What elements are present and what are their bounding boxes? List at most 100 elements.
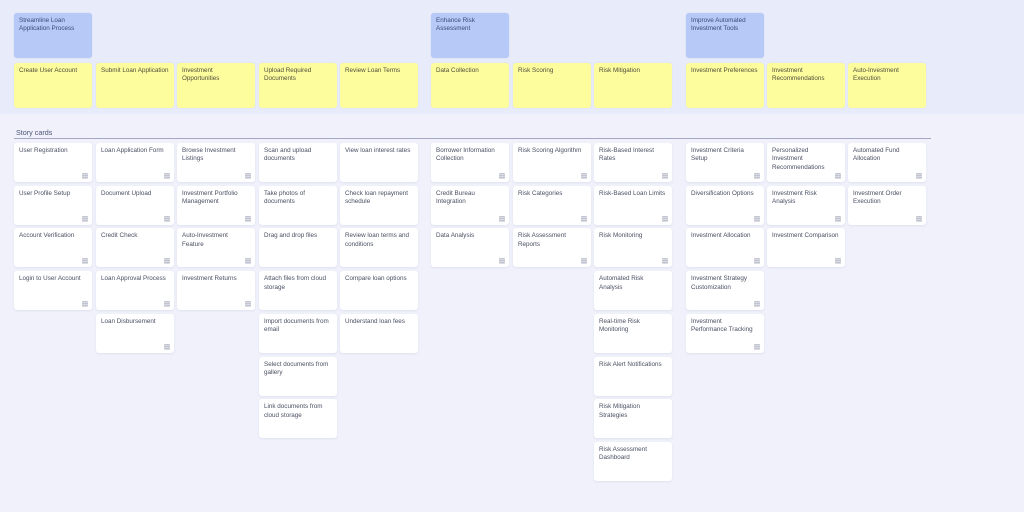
notes-icon[interactable] <box>164 173 170 179</box>
activity-card-label: Risk Scoring <box>518 67 554 74</box>
notes-icon[interactable] <box>662 215 668 222</box>
notes-icon[interactable] <box>82 301 88 308</box>
story-card[interactable]: Real-time Risk Monitoring <box>594 313 672 353</box>
notes-icon[interactable] <box>754 343 760 350</box>
story-card[interactable]: Risk Alert Notifications <box>594 356 672 396</box>
story-card[interactable]: Automated Fund Allocation <box>848 143 926 182</box>
notes-icon[interactable] <box>835 173 841 179</box>
activity-card[interactable]: Review Loan Terms <box>340 63 418 108</box>
story-card[interactable]: Automated Risk Analysis <box>594 271 672 311</box>
notes-icon[interactable] <box>581 173 587 179</box>
story-card[interactable]: Drag and drop files <box>259 228 337 268</box>
story-card[interactable]: Credit Check <box>96 228 174 268</box>
story-card[interactable]: Risk-Based Interest Rates <box>594 143 672 182</box>
story-card[interactable]: Take photos of documents <box>259 185 337 225</box>
story-card[interactable]: Loan Application Form <box>96 143 174 182</box>
story-card[interactable]: Risk Categories <box>513 185 591 225</box>
story-card[interactable]: Data Analysis <box>431 228 509 268</box>
activity-card[interactable]: Investment Preferences <box>686 63 764 108</box>
notes-icon[interactable] <box>662 173 668 179</box>
activity-card[interactable]: Data Collection <box>431 63 509 108</box>
story-card[interactable]: Diversification Options <box>686 185 764 225</box>
story-card[interactable]: Import documents from email <box>259 313 337 353</box>
notes-icon[interactable] <box>245 258 251 265</box>
story-card[interactable]: Investment Returns <box>177 271 255 311</box>
story-card[interactable]: Scan and upload documents <box>259 143 337 182</box>
notes-icon[interactable] <box>82 173 88 179</box>
story-card[interactable]: Understand loan fees <box>340 313 418 353</box>
story-card-label: Risk Categories <box>518 189 563 197</box>
story-card[interactable]: Credit Bureau Integration <box>431 185 509 225</box>
activity-card[interactable]: Risk Mitigation <box>594 63 672 108</box>
activity-card[interactable]: Risk Scoring <box>513 63 591 108</box>
story-card[interactable]: Personalized Investment Recommendations <box>767 143 845 182</box>
story-card[interactable]: Select documents from gallery <box>259 356 337 396</box>
story-card[interactable]: Investment Criteria Setup <box>686 143 764 182</box>
notes-icon[interactable] <box>82 215 88 222</box>
goal-card[interactable]: Improve Automated Investment Tools <box>686 13 764 58</box>
story-card[interactable]: Risk Monitoring <box>594 228 672 268</box>
activity-card[interactable]: Submit Loan Application <box>96 63 174 108</box>
notes-icon[interactable] <box>164 215 170 222</box>
story-card[interactable]: Risk-Based Loan Limits <box>594 185 672 225</box>
story-card-label: Review loan terms and conditions <box>345 232 410 248</box>
activity-card[interactable]: Investment Opportunities <box>177 63 255 108</box>
notes-icon[interactable] <box>245 301 251 308</box>
notes-icon[interactable] <box>754 215 760 222</box>
notes-icon[interactable] <box>499 215 505 222</box>
notes-icon[interactable] <box>245 215 251 222</box>
story-card[interactable]: Attach files from cloud storage <box>259 271 337 311</box>
notes-icon[interactable] <box>754 173 760 179</box>
activity-card[interactable]: Investment Recommendations <box>767 63 845 108</box>
story-card[interactable]: Investment Portfolio Management <box>177 185 255 225</box>
activity-card[interactable]: Auto-Investment Execution <box>848 63 926 108</box>
story-card[interactable]: View loan interest rates <box>340 143 418 182</box>
activity-card[interactable]: Upload Required Documents <box>259 63 337 108</box>
notes-icon[interactable] <box>754 258 760 265</box>
notes-icon[interactable] <box>835 215 841 222</box>
story-card[interactable]: Investment Allocation <box>686 228 764 268</box>
goal-card[interactable]: Enhance Risk Assessment <box>431 13 509 58</box>
story-card[interactable]: Risk Mitigation Strategies <box>594 399 672 439</box>
notes-icon[interactable] <box>835 258 841 265</box>
story-card[interactable]: Link documents from cloud storage <box>259 399 337 439</box>
story-card[interactable]: Compare loan options <box>340 271 418 311</box>
story-card[interactable]: Account Verification <box>14 228 92 268</box>
story-card[interactable]: Risk Assessment Dashboard <box>594 441 672 481</box>
notes-icon[interactable] <box>164 258 170 265</box>
notes-icon[interactable] <box>499 258 505 265</box>
story-card[interactable]: Check loan repayment schedule <box>340 185 418 225</box>
story-card[interactable]: Investment Performance Tracking <box>686 313 764 353</box>
notes-icon[interactable] <box>164 343 170 350</box>
story-card[interactable]: Login to User Account <box>14 271 92 311</box>
story-card[interactable]: Borrower Information Collection <box>431 143 509 182</box>
story-card[interactable]: User Registration <box>14 143 92 182</box>
story-card[interactable]: Loan Disbursement <box>96 313 174 353</box>
story-card[interactable]: Browse Investment Listings <box>177 143 255 182</box>
story-card[interactable]: User Profile Setup <box>14 185 92 225</box>
story-card[interactable]: Risk Scoring Algorithm <box>513 143 591 182</box>
story-card[interactable]: Risk Assessment Reports <box>513 228 591 268</box>
notes-icon[interactable] <box>916 215 922 222</box>
notes-icon[interactable] <box>662 258 668 265</box>
story-card[interactable]: Auto-Investment Feature <box>177 228 255 268</box>
notes-icon[interactable] <box>499 173 505 179</box>
story-card[interactable]: Investment Risk Analysis <box>767 185 845 225</box>
story-card[interactable]: Loan Approval Process <box>96 271 174 311</box>
notes-icon[interactable] <box>916 173 922 179</box>
notes-icon[interactable] <box>754 301 760 308</box>
story-card[interactable]: Review loan terms and conditions <box>340 228 418 268</box>
notes-icon[interactable] <box>245 173 251 179</box>
notes-icon[interactable] <box>581 215 587 222</box>
goal-card[interactable]: Streamline Loan Application Process <box>14 13 92 58</box>
notes-icon[interactable] <box>581 258 587 265</box>
story-card-label: Risk Assessment Dashboard <box>599 445 647 462</box>
story-card-label: Investment Strategy Customization <box>691 275 747 291</box>
story-card[interactable]: Investment Comparison <box>767 228 845 268</box>
story-card[interactable]: Investment Strategy Customization <box>686 271 764 311</box>
activity-card[interactable]: Create User Account <box>14 63 92 108</box>
story-card[interactable]: Document Upload <box>96 185 174 225</box>
notes-icon[interactable] <box>164 301 170 308</box>
notes-icon[interactable] <box>82 258 88 265</box>
story-card[interactable]: Investment Order Execution <box>848 185 926 225</box>
